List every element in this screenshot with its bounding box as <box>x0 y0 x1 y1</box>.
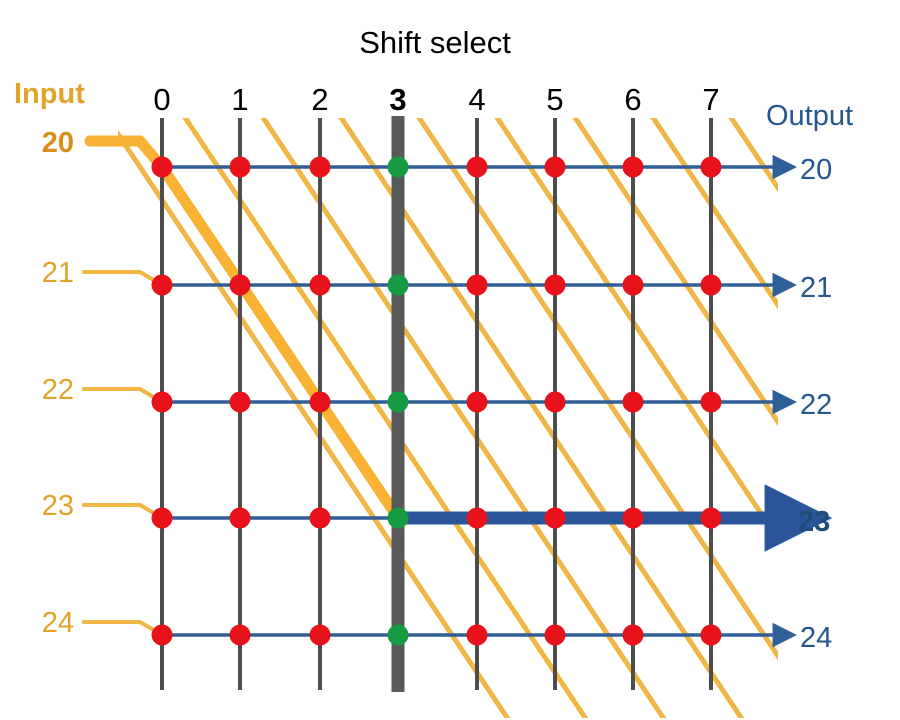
output-labels: 20 21 22 23 24 <box>798 154 832 654</box>
crosspoint-r24-c5[interactable] <box>544 624 566 646</box>
crosspoint-r24-c1[interactable] <box>229 624 251 646</box>
crosspoint-r22-c1[interactable] <box>229 391 251 413</box>
crosspoint-r23-c6[interactable] <box>622 507 644 529</box>
crosspoint-r20-c5[interactable] <box>544 156 566 178</box>
crosspoint-r24-c7[interactable] <box>700 624 722 646</box>
output-label-21[interactable]: 21 <box>800 272 832 304</box>
input-label-23[interactable]: 23 <box>42 490 74 522</box>
crosspoint-r20-c4[interactable] <box>466 156 488 178</box>
input-heading: Input <box>14 78 85 110</box>
crosspoint-row-20 <box>151 156 722 178</box>
crosspoint-row-21 <box>151 274 722 296</box>
crosspoint-r24-c3-active[interactable] <box>387 624 409 646</box>
crosspoint-r24-c4[interactable] <box>466 624 488 646</box>
crosspoint-r23-c2[interactable] <box>309 507 331 529</box>
crosspoint-row-22 <box>151 391 722 413</box>
crosspoint-r21-c0[interactable] <box>151 274 173 296</box>
crosspoint-r21-c1[interactable] <box>229 274 251 296</box>
crosspoint-r22-c4[interactable] <box>466 391 488 413</box>
column-label-2[interactable]: 2 <box>311 82 328 117</box>
crosspoint-r20-c2[interactable] <box>309 156 331 178</box>
crosspoint-r22-c0[interactable] <box>151 391 173 413</box>
crosspoint-r21-c3-active[interactable] <box>387 274 409 296</box>
column-label-4[interactable]: 4 <box>468 82 485 117</box>
crosspoint-r23-c4[interactable] <box>466 507 488 529</box>
crosspoint-r23-c1[interactable] <box>229 507 251 529</box>
crosspoint-r23-c5[interactable] <box>544 507 566 529</box>
crosspoint-r24-c6[interactable] <box>622 624 644 646</box>
column-label-0[interactable]: 0 <box>153 82 170 117</box>
diagonal-wire <box>416 118 778 661</box>
column-label-3[interactable]: 3 <box>389 82 406 117</box>
crosspoint-r20-c3-active[interactable] <box>387 156 409 178</box>
crosspoint-r23-c0[interactable] <box>151 507 173 529</box>
crosspoint-r22-c5[interactable] <box>544 391 566 413</box>
output-heading: Output <box>766 100 853 132</box>
input-label-20[interactable]: 20 <box>42 127 74 159</box>
crosspoint-r20-c1[interactable] <box>229 156 251 178</box>
diagram-title: Shift select <box>359 25 511 60</box>
crosspoint-r20-c0[interactable] <box>151 156 173 178</box>
crosspoint-r21-c7[interactable] <box>700 274 722 296</box>
input-label-24[interactable]: 24 <box>42 607 74 639</box>
crosspoint-r21-c5[interactable] <box>544 274 566 296</box>
input-label-22[interactable]: 22 <box>42 374 74 406</box>
input-labels: 20 21 22 23 24 <box>42 127 74 639</box>
crosspoint-r23-c7[interactable] <box>700 507 722 529</box>
output-label-20[interactable]: 20 <box>800 154 832 186</box>
output-label-24[interactable]: 24 <box>800 622 832 654</box>
column-label-7[interactable]: 7 <box>702 82 719 117</box>
column-labels: 0 1 2 3 4 5 6 7 <box>153 82 719 117</box>
crosspoint-r22-c3-active[interactable] <box>387 391 409 413</box>
diagonal-wire <box>494 118 778 544</box>
output-label-22[interactable]: 22 <box>800 389 832 421</box>
crosspoint-r23-c3-active[interactable] <box>387 507 409 529</box>
crosspoint-r21-c4[interactable] <box>466 274 488 296</box>
crosspoint-r22-c7[interactable] <box>700 391 722 413</box>
crosspoint-row-24 <box>151 624 722 646</box>
column-label-6[interactable]: 6 <box>624 82 641 117</box>
column-label-5[interactable]: 5 <box>546 82 563 117</box>
crosspoint-r22-c2[interactable] <box>309 391 331 413</box>
crosspoint-r21-c2[interactable] <box>309 274 331 296</box>
crosspoint-r21-c6[interactable] <box>622 274 644 296</box>
output-label-23[interactable]: 23 <box>798 506 830 538</box>
crosspoint-r24-c0[interactable] <box>151 624 173 646</box>
crosspoint-r20-c7[interactable] <box>700 156 722 178</box>
crosspoint-row-23 <box>151 507 722 529</box>
active-shift-path <box>156 161 404 524</box>
input-label-21[interactable]: 21 <box>42 257 74 289</box>
input-feed-line-20-highlight <box>84 135 168 173</box>
crosspoint-r20-c6[interactable] <box>622 156 644 178</box>
crosspoint-r22-c6[interactable] <box>622 391 644 413</box>
crosspoint-r24-c2[interactable] <box>309 624 331 646</box>
column-label-1[interactable]: 1 <box>231 82 248 117</box>
